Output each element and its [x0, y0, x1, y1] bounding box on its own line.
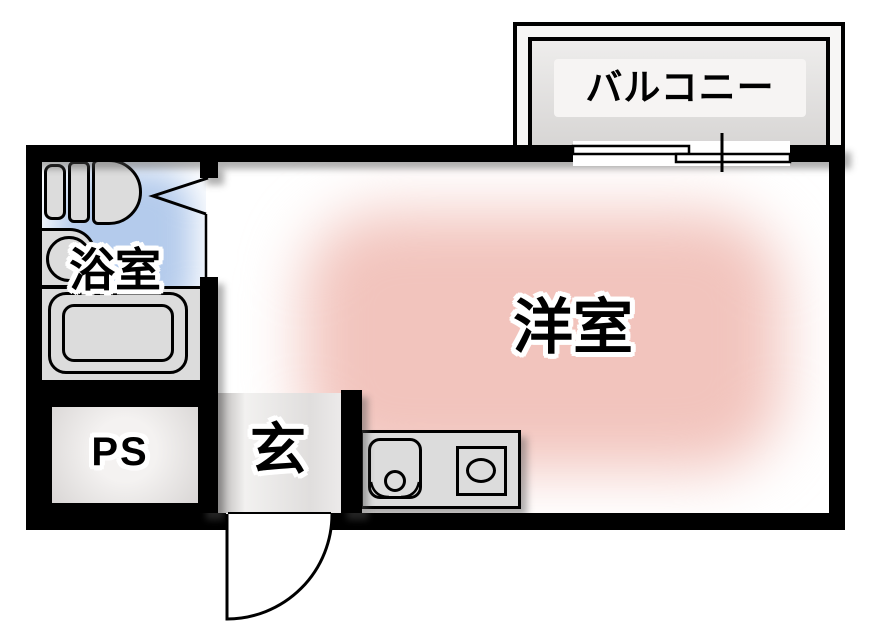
pipe-space-label: PS [91, 430, 149, 474]
stove-burner [466, 458, 496, 483]
entrance-right-wall [341, 390, 362, 513]
wall-right [829, 145, 845, 530]
bathroom-wall-stub-top [200, 162, 218, 178]
balcony-inner-rail: バルコニー [528, 37, 830, 152]
wash-basin [46, 236, 92, 282]
wall-left [26, 145, 42, 530]
bathtub-inner [62, 304, 174, 362]
western-room-label: 洋室 [513, 294, 633, 361]
western-room-floor-tint [303, 212, 783, 470]
entrance-label: 玄 [250, 418, 306, 481]
entrance-door-icon [225, 513, 334, 621]
toilet-cistern [68, 161, 90, 223]
bathroom-folding-door-icon [148, 176, 209, 216]
sliding-window-panel-right [674, 152, 792, 164]
balcony-label-box: バルコニー [554, 59, 806, 117]
sliding-window-panel-left [571, 144, 691, 156]
kitchen-sink-corner-left [369, 481, 390, 499]
bathroom-ps-partition [26, 380, 218, 397]
balcony-label: バルコニー [585, 67, 775, 108]
bathroom-label: 浴室 [69, 244, 161, 296]
wall-bottom-left [26, 513, 226, 530]
kitchen-sink-corner-right [400, 481, 421, 499]
kitchen-faucet [384, 470, 406, 492]
balcony: バルコニー [513, 22, 845, 152]
wall-bottom-right [331, 513, 845, 530]
entrance-area [218, 393, 341, 513]
toilet-tank [44, 164, 66, 220]
